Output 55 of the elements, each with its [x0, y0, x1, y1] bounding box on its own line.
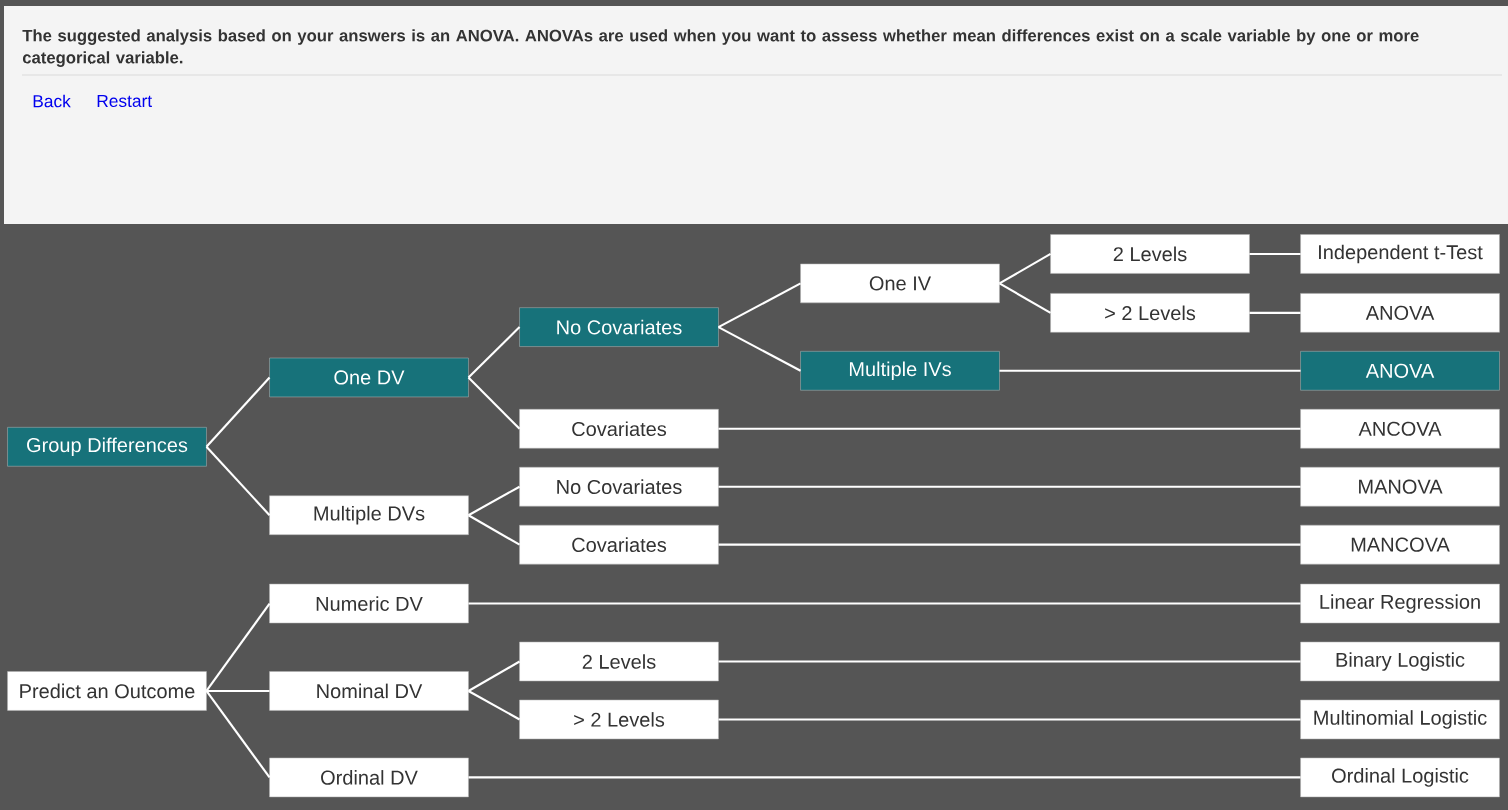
- connector-line: [467, 376, 521, 430]
- option-box: Linear Regression: [1300, 583, 1500, 624]
- connector-line: [467, 326, 521, 379]
- option-box: > 2 Levels: [1050, 293, 1250, 333]
- selected-box: Group Differences: [7, 427, 207, 467]
- connector-line: [718, 485, 1301, 488]
- option-box: Numeric DV: [269, 583, 469, 624]
- option-box: Independent t-Test: [1300, 234, 1500, 274]
- connector-line: [467, 514, 521, 546]
- option-box: No Covariates: [519, 466, 719, 507]
- connector-line: [468, 602, 1301, 605]
- option-box: MANOVA: [1300, 466, 1500, 507]
- option-box: 2 Levels: [1050, 234, 1250, 274]
- message-text: The suggested analysis based on your answers is an ANOVA. ANOVAs are used when you want to assess whether mean differences exist on a scale variable by one or more categorical variable.: [22, 29, 1419, 67]
- connector-line: [1249, 311, 1301, 314]
- connector-line: [467, 485, 521, 517]
- connector-line: [1249, 252, 1301, 255]
- connector-line: [999, 369, 1301, 372]
- option-box: Predict an Outcome: [7, 671, 207, 711]
- connector-line: [206, 689, 270, 693]
- option-box: 2 Levels: [519, 641, 719, 682]
- option-box: Multiple DVs: [269, 495, 469, 535]
- connector-line: [205, 690, 271, 779]
- option-box: Binary Logistic: [1300, 641, 1500, 682]
- connector-line: [998, 253, 1052, 285]
- selected-box: One DV: [269, 357, 469, 398]
- option-box: Ordinal DV: [269, 757, 469, 798]
- option-box: Covariates: [519, 409, 719, 449]
- connector-line: [467, 690, 521, 721]
- connector-line: [468, 776, 1301, 779]
- option-box: Ordinal Logistic: [1300, 757, 1500, 798]
- connector-line: [717, 282, 802, 329]
- option-box: One IV: [800, 263, 1000, 304]
- connector-line: [718, 718, 1301, 721]
- option-box: Nominal DV: [269, 671, 469, 711]
- link: Back: [33, 94, 71, 108]
- selected-box: ANOVA: [1300, 351, 1500, 391]
- option-box: ANCOVA: [1300, 409, 1500, 449]
- connector-line: [467, 660, 521, 692]
- option-box: Multinomial Logistic: [1300, 699, 1500, 740]
- option-box: > 2 Levels: [519, 699, 719, 740]
- connector-line: [718, 660, 1301, 663]
- connector-line: [205, 376, 271, 448]
- option-box: MANCOVA: [1300, 524, 1500, 565]
- selected-box: No Covariates: [519, 307, 719, 347]
- option-box: Covariates: [519, 524, 719, 565]
- connector-line: [998, 282, 1052, 314]
- option-box: ANOVA: [1300, 293, 1500, 333]
- connector-line: [205, 602, 271, 692]
- connector-line: [718, 543, 1301, 546]
- link: Restart: [97, 94, 152, 108]
- selected-box: Multiple IVs: [800, 351, 1000, 391]
- connector-line: [718, 427, 1301, 430]
- connector-line: [717, 326, 802, 372]
- connector-line: [205, 446, 271, 516]
